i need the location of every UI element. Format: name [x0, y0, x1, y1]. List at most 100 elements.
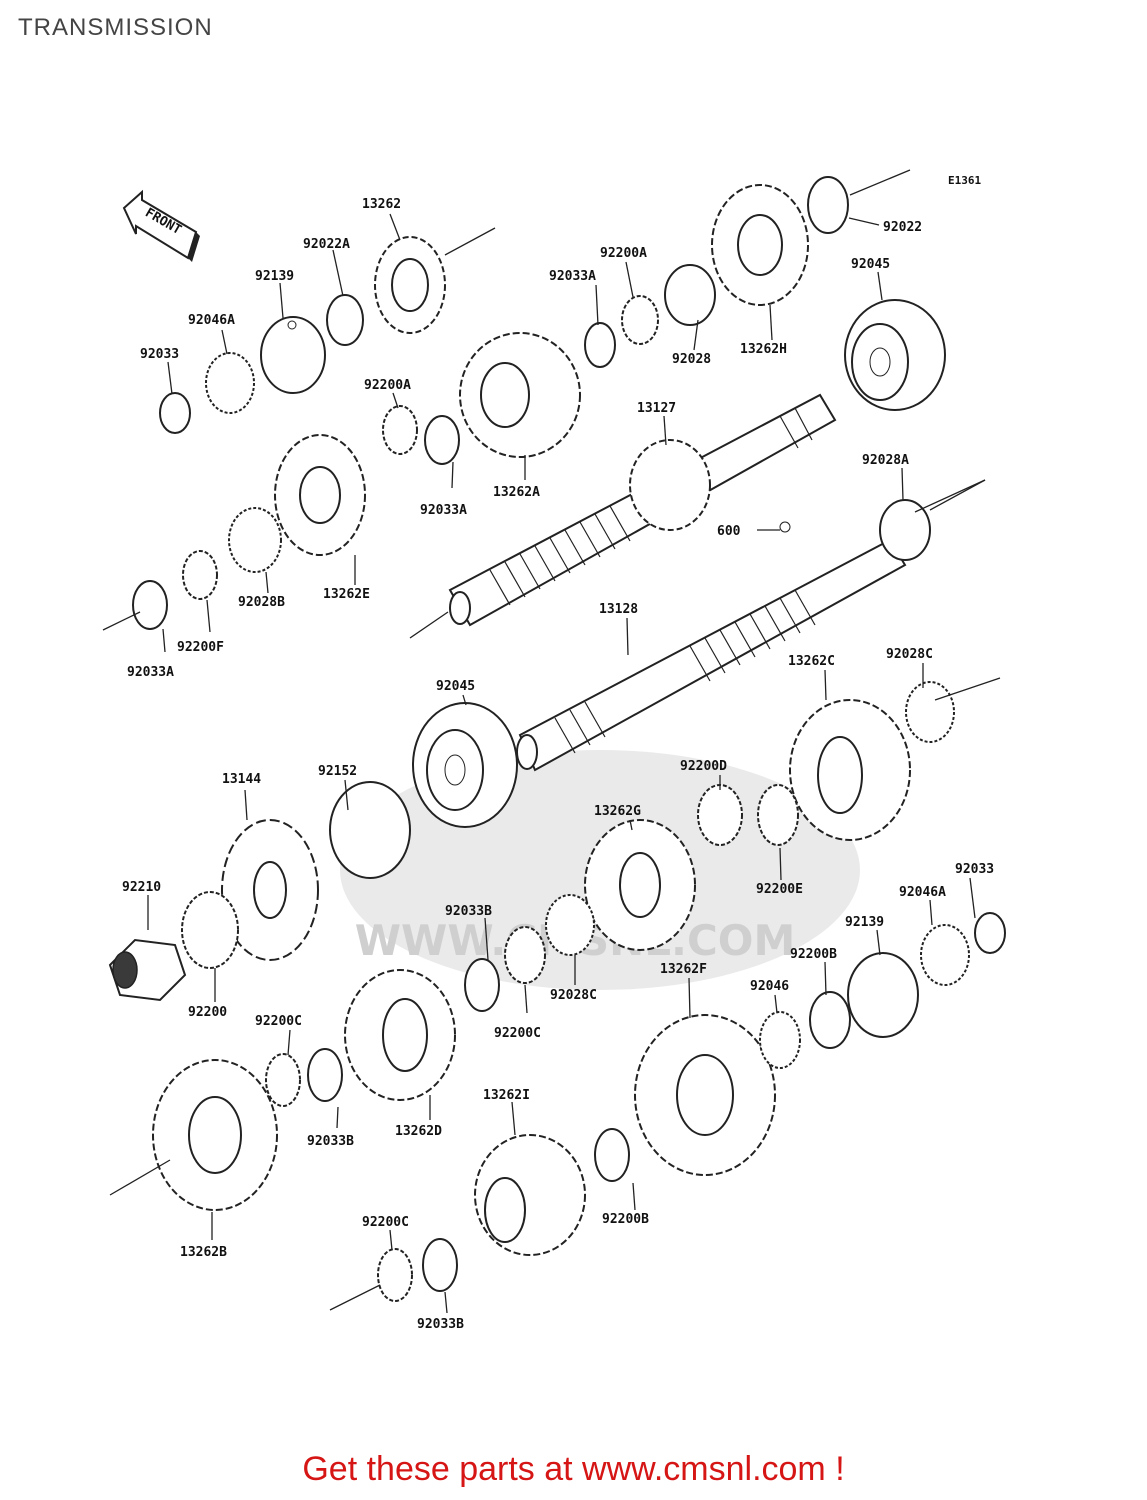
washer-92022a: [326, 294, 364, 346]
circlip-92033a-top: [584, 322, 616, 368]
drive-shaft-13128: [516, 521, 907, 772]
gear-13262f: [634, 1014, 776, 1176]
part-label: 92200E: [756, 882, 803, 897]
gear-13262e: [274, 434, 366, 556]
bearing-92045-top: [844, 299, 946, 411]
collar-92028a: [879, 479, 986, 561]
part-labels: 13262 92022A 92139 92046A 92033 92200A 9…: [122, 197, 994, 1332]
needle-bearing-92028c-top: [905, 681, 955, 743]
part-label: 92022A: [303, 237, 350, 252]
front-arrow-icon: FRONT: [122, 189, 200, 262]
part-label: 92033A: [420, 503, 467, 518]
part-label: 13127: [637, 401, 676, 416]
part-label: 13262E: [323, 587, 370, 602]
part-label: 92210: [122, 880, 161, 895]
gear-13262b: [109, 1059, 278, 1211]
part-label: 92028B: [238, 595, 285, 610]
part-label: 92200C: [494, 1026, 541, 1041]
part-label: 92028: [672, 352, 711, 367]
part-label: 92200B: [602, 1212, 649, 1227]
washer-92200a-mid: [382, 405, 418, 455]
needle-bearing-92028b: [228, 507, 282, 573]
part-label: 92139: [255, 269, 294, 284]
circlip-92033-top: [159, 392, 191, 434]
part-label: 92046: [750, 979, 789, 994]
page-title: TRANSMISSION: [18, 14, 213, 41]
part-label: 13262A: [493, 485, 540, 500]
part-label: 92033B: [307, 1134, 354, 1149]
part-label: 92200C: [362, 1215, 409, 1230]
gear-13262g: [584, 819, 696, 951]
part-label: 92046A: [899, 885, 946, 900]
bushing-92139-bottom: [847, 952, 919, 1038]
washer-92200a-top: [621, 295, 659, 345]
gear-13262a: [459, 332, 581, 458]
gear-13262: [374, 236, 446, 334]
gear-13127-teeth: [629, 439, 711, 531]
part-label: 92033: [955, 862, 994, 877]
part-label: 92022: [883, 220, 922, 235]
needle-bearing-92028c-mid: [545, 894, 595, 956]
part-label: 600: [717, 524, 741, 539]
part-label: 92033A: [549, 269, 596, 284]
part-label: 92200D: [680, 759, 727, 774]
part-label: 92200B: [790, 947, 837, 962]
exploded-parts-diagram: WWW.CMSNL.COM FRONT E1361: [102, 169, 1006, 1332]
bushing-92139-top: [260, 316, 326, 394]
part-label: 92033A: [127, 665, 174, 680]
washer-92022: [807, 169, 911, 234]
nut-92210: [108, 938, 187, 1002]
washer-92200: [181, 891, 239, 969]
part-label: 92200C: [255, 1014, 302, 1029]
circlip-92033b-mid: [464, 958, 500, 1012]
part-label: 13262D: [395, 1124, 442, 1139]
part-label: 92028C: [550, 988, 597, 1003]
part-label: 92045: [851, 257, 890, 272]
gear-13262d: [344, 969, 456, 1101]
washer-92200d: [697, 784, 743, 846]
part-label: 92033B: [417, 1317, 464, 1332]
washer-92200c-bottom: [329, 1248, 413, 1311]
part-label: 13262B: [180, 1245, 227, 1260]
part-label: 92033B: [445, 904, 492, 919]
part-label: 13262C: [788, 654, 835, 669]
bearing-92045-bottom: [412, 702, 518, 828]
circlip-92033b-bottom: [422, 1238, 458, 1292]
gear-13262c: [789, 699, 911, 841]
circlip-92033-bottom: [974, 912, 1006, 954]
part-label: 92046A: [188, 313, 235, 328]
part-label: 13262G: [594, 804, 641, 819]
needle-bearing-92046a-bottom: [920, 924, 970, 986]
gear-13262i: [474, 1134, 586, 1256]
part-label: 13262: [362, 197, 401, 212]
part-label: 92028A: [862, 453, 909, 468]
washer-92200e: [757, 784, 799, 846]
circlip-92033b-left: [307, 1048, 343, 1102]
part-label: 92200A: [600, 246, 647, 261]
part-label: 92200F: [177, 640, 224, 655]
needle-bearing-92046: [759, 1011, 801, 1069]
part-label: 92033: [140, 347, 179, 362]
washer-92200b-bottom: [594, 1128, 630, 1182]
part-label: 92200A: [364, 378, 411, 393]
washer-92200c-left: [265, 1053, 301, 1107]
sprocket-13144: [221, 819, 319, 961]
gear-13262h: [711, 184, 809, 306]
part-label: 92152: [318, 764, 357, 779]
leader-lines: [147, 213, 1001, 1314]
part-label: 13262F: [660, 962, 707, 977]
part-label: 13128: [599, 602, 638, 617]
part-label: 92139: [845, 915, 884, 930]
washer-92200f: [182, 550, 218, 600]
part-label: 13144: [222, 772, 261, 787]
part-label: 92045: [436, 679, 475, 694]
part-label: 92200: [188, 1005, 227, 1020]
collar-92028-top: [664, 264, 716, 326]
circlip-92033a-mid: [424, 415, 460, 465]
bushing-92152: [329, 781, 411, 879]
needle-bearing-92046a-top: [205, 352, 255, 414]
part-label: 13262I: [483, 1088, 530, 1103]
part-label: 92028C: [886, 647, 933, 662]
footer-promo-link[interactable]: Get these parts at www.cmsnl.com !: [302, 1450, 845, 1488]
washer-92200b-top: [809, 991, 851, 1049]
